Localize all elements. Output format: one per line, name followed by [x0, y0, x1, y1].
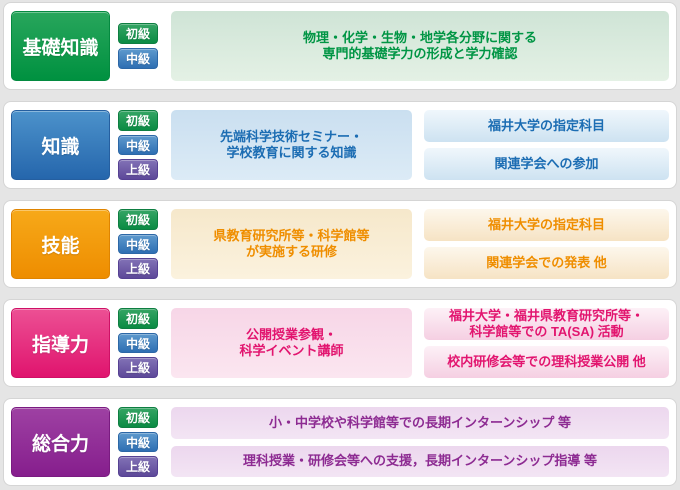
- description-line: が実施する研修: [245, 244, 337, 259]
- description-line: 小・中学校や科学館等での長期インターンシップ 等: [269, 414, 571, 430]
- row-basic-knowledge: 基礎知識 初級 中級 物理・化学・生物・地学各分野に関する 専門的基礎学力の形成…: [3, 2, 677, 90]
- activity-line: 科学館等での TA(SA) 活動: [469, 324, 624, 339]
- activity-line: 福井大学・福井県教育研究所等・: [448, 308, 644, 324]
- description-panel: 物理・化学・生物・地学各分野に関する 専門的基礎学力の形成と学力確認: [171, 11, 669, 81]
- activity-box: 校内研修会等での理科授業公開 他: [424, 346, 669, 378]
- badge-beginner: 初級: [118, 110, 158, 131]
- description-panel: 県教育研究所等・科学館等 が実施する研修: [171, 209, 412, 279]
- activity-line: 福井大学の指定科目: [487, 118, 605, 134]
- row-teaching-ability: 指導力 初級 中級 上級 公開授業参観・ 科学イベント講師 福井大学・福井県教育…: [3, 299, 677, 387]
- row-knowledge: 知識 初級 中級 上級 先端科学技術セミナー・ 学校教育に関する知識 福井大学の…: [3, 101, 677, 189]
- description-panel: 小・中学校や科学館等での長期インターンシップ 等: [171, 407, 669, 439]
- category-overall-ability: 総合力: [11, 407, 110, 477]
- level-badges-teaching-ability: 初級 中級 上級: [118, 308, 158, 379]
- level-badges-basic-knowledge: 初級 中級: [118, 11, 158, 81]
- activity-line: 関連学会への参加: [494, 156, 599, 172]
- activity-line: 関連学会での発表 他: [486, 255, 607, 271]
- category-knowledge: 知識: [11, 110, 110, 180]
- badge-beginner: 初級: [118, 209, 158, 230]
- badge-beginner: 初級: [118, 308, 158, 329]
- description-panel: 公開授業参観・ 科学イベント講師: [171, 308, 412, 378]
- activity-box: 福井大学の指定科目: [424, 110, 669, 142]
- badge-intermediate: 中級: [118, 431, 158, 453]
- level-badges-knowledge: 初級 中級 上級: [118, 110, 158, 181]
- description-line: 先端科学技術セミナー・: [219, 128, 363, 144]
- activity-box: 福井大学の指定科目: [424, 209, 669, 241]
- badge-advanced: 上級: [118, 258, 158, 280]
- activity-boxes: 福井大学の指定科目 関連学会での発表 他: [424, 209, 669, 279]
- activity-box: 福井大学・福井県教育研究所等・ 科学館等での TA(SA) 活動: [424, 308, 669, 340]
- badge-intermediate: 中級: [118, 332, 158, 354]
- badge-beginner: 初級: [118, 23, 158, 44]
- description-line: 県教育研究所等・科学館等: [213, 227, 370, 243]
- content-knowledge: 先端科学技術セミナー・ 学校教育に関する知識 福井大学の指定科目 関連学会への参…: [171, 110, 669, 180]
- description-line: 科学イベント講師: [239, 343, 344, 358]
- content-teaching-ability: 公開授業参観・ 科学イベント講師 福井大学・福井県教育研究所等・ 科学館等での …: [171, 308, 669, 378]
- content-basic-knowledge: 物理・化学・生物・地学各分野に関する 専門的基礎学力の形成と学力確認: [171, 11, 669, 81]
- badge-intermediate: 中級: [118, 134, 158, 156]
- badge-advanced: 上級: [118, 456, 158, 478]
- description-line: 公開授業参観・: [245, 326, 337, 342]
- badge-advanced: 上級: [118, 357, 158, 379]
- content-overall-ability: 小・中学校や科学館等での長期インターンシップ 等 理科授業・研修会等への支援，長…: [171, 407, 669, 477]
- activity-line: 福井大学の指定科目: [487, 217, 605, 233]
- level-badges-skills: 初級 中級 上級: [118, 209, 158, 280]
- activity-line: 校内研修会等での理科授業公開 他: [447, 354, 646, 370]
- badge-intermediate: 中級: [118, 233, 158, 255]
- badge-beginner: 初級: [118, 407, 158, 428]
- badge-advanced: 上級: [118, 159, 158, 181]
- badge-intermediate: 中級: [118, 48, 158, 69]
- description-panel: 理科授業・研修会等への支援，長期インターンシップ指導 等: [171, 445, 669, 477]
- description-line: 理科授業・研修会等への支援，長期インターンシップ指導 等: [243, 453, 597, 469]
- activity-boxes: 福井大学の指定科目 関連学会への参加: [424, 110, 669, 180]
- category-basic-knowledge: 基礎知識: [11, 11, 110, 81]
- row-overall-ability: 総合力 初級 中級 上級 小・中学校や科学館等での長期インターンシップ 等 理科…: [3, 398, 677, 486]
- description-panel: 先端科学技術セミナー・ 学校教育に関する知識: [171, 110, 412, 180]
- level-badges-overall-ability: 初級 中級 上級: [118, 407, 158, 478]
- category-skills: 技能: [11, 209, 110, 279]
- description-line: 専門的基礎学力の形成と学力確認: [322, 46, 518, 61]
- activity-boxes: 福井大学・福井県教育研究所等・ 科学館等での TA(SA) 活動 校内研修会等で…: [424, 308, 669, 378]
- content-skills: 県教育研究所等・科学館等 が実施する研修 福井大学の指定科目 関連学会での発表 …: [171, 209, 669, 279]
- description-line: 物理・化学・生物・地学各分野に関する: [302, 29, 537, 45]
- activity-box: 関連学会での発表 他: [424, 247, 669, 279]
- row-skills: 技能 初級 中級 上級 県教育研究所等・科学館等 が実施する研修 福井大学の指定…: [3, 200, 677, 288]
- category-teaching-ability: 指導力: [11, 308, 110, 378]
- activity-box: 関連学会への参加: [424, 148, 669, 180]
- description-line: 学校教育に関する知識: [226, 145, 357, 160]
